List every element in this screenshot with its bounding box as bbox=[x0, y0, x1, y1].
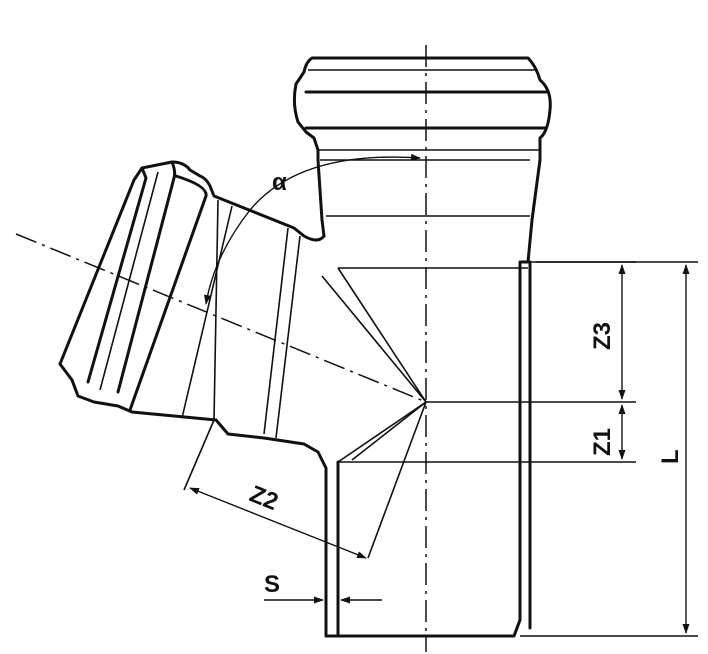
z2-label: Z2 bbox=[246, 481, 282, 517]
z1-label: Z1 bbox=[589, 428, 616, 456]
top-socket-outline bbox=[292, 56, 428, 238]
angle-label: α bbox=[272, 169, 287, 196]
main-pipe bbox=[292, 56, 552, 638]
z2-dimension bbox=[189, 487, 367, 559]
z3-label: Z3 bbox=[589, 322, 616, 350]
angle-arc bbox=[204, 153, 421, 305]
top-socket-outline-right bbox=[424, 56, 552, 264]
branch-pipe bbox=[58, 160, 428, 476]
wall-label: S bbox=[264, 571, 280, 598]
length-label: L bbox=[657, 449, 684, 464]
